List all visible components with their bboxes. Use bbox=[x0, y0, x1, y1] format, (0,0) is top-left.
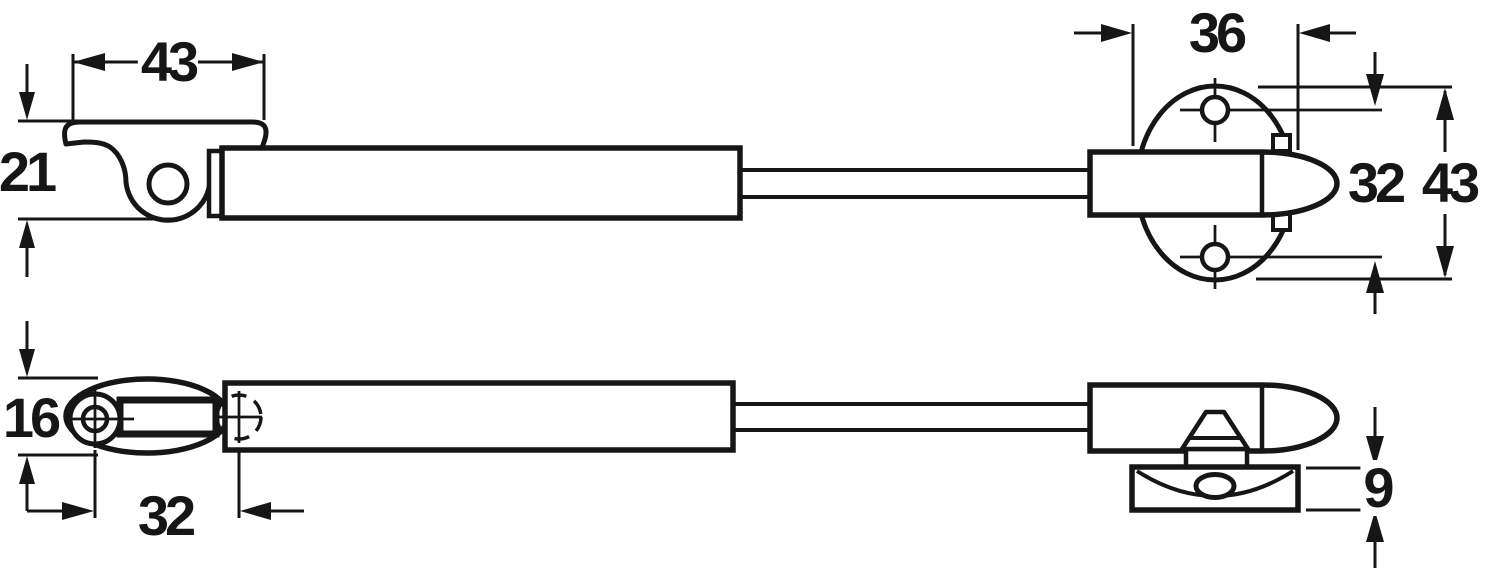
screw-hole-bottom bbox=[1180, 225, 1382, 289]
eye-slot bbox=[116, 396, 220, 438]
top-view bbox=[18, 24, 1454, 314]
dim-label-plate-height: 43 bbox=[1418, 155, 1480, 211]
bracket-pivot-hole bbox=[146, 162, 190, 206]
piston-rod-top bbox=[740, 168, 1092, 199]
gas-cylinder-bottom bbox=[222, 380, 736, 453]
dim-label-eye-height: 16 bbox=[0, 390, 61, 446]
catch-clip bbox=[1179, 409, 1251, 471]
dim-label-pivot-offset: 32 bbox=[134, 488, 196, 544]
dim-label-base-thickness: 9 bbox=[1360, 460, 1395, 516]
piston-rod-bottom bbox=[733, 402, 1092, 432]
bottom-view bbox=[18, 321, 1386, 568]
plate-tab-top bbox=[1271, 133, 1292, 153]
screw-hole-top bbox=[1180, 78, 1382, 142]
base-plate bbox=[1129, 464, 1301, 513]
dim-label-plate-width: 36 bbox=[1185, 5, 1247, 61]
end-cap-top bbox=[1087, 149, 1340, 218]
dim-hole-spacing bbox=[1366, 52, 1384, 314]
dim-plate-width bbox=[1074, 24, 1356, 150]
dim-pivot-offset bbox=[27, 450, 304, 520]
eye-fitting bbox=[63, 376, 231, 456]
dim-label-hole-spacing: 32 bbox=[1344, 155, 1406, 211]
dim-bracket-height bbox=[18, 64, 176, 277]
gas-cylinder-top bbox=[219, 145, 743, 221]
dim-bracket-width bbox=[71, 53, 266, 120]
dim-label-bracket-width: 43 bbox=[137, 34, 199, 90]
base-plate-hole bbox=[1193, 472, 1237, 500]
dim-eye-height bbox=[18, 321, 98, 511]
dim-plate-height bbox=[1256, 85, 1454, 281]
pivot-hidden-circle bbox=[215, 391, 263, 443]
dim-label-bracket-height: 21 bbox=[0, 144, 57, 200]
lid-bracket bbox=[62, 119, 269, 223]
